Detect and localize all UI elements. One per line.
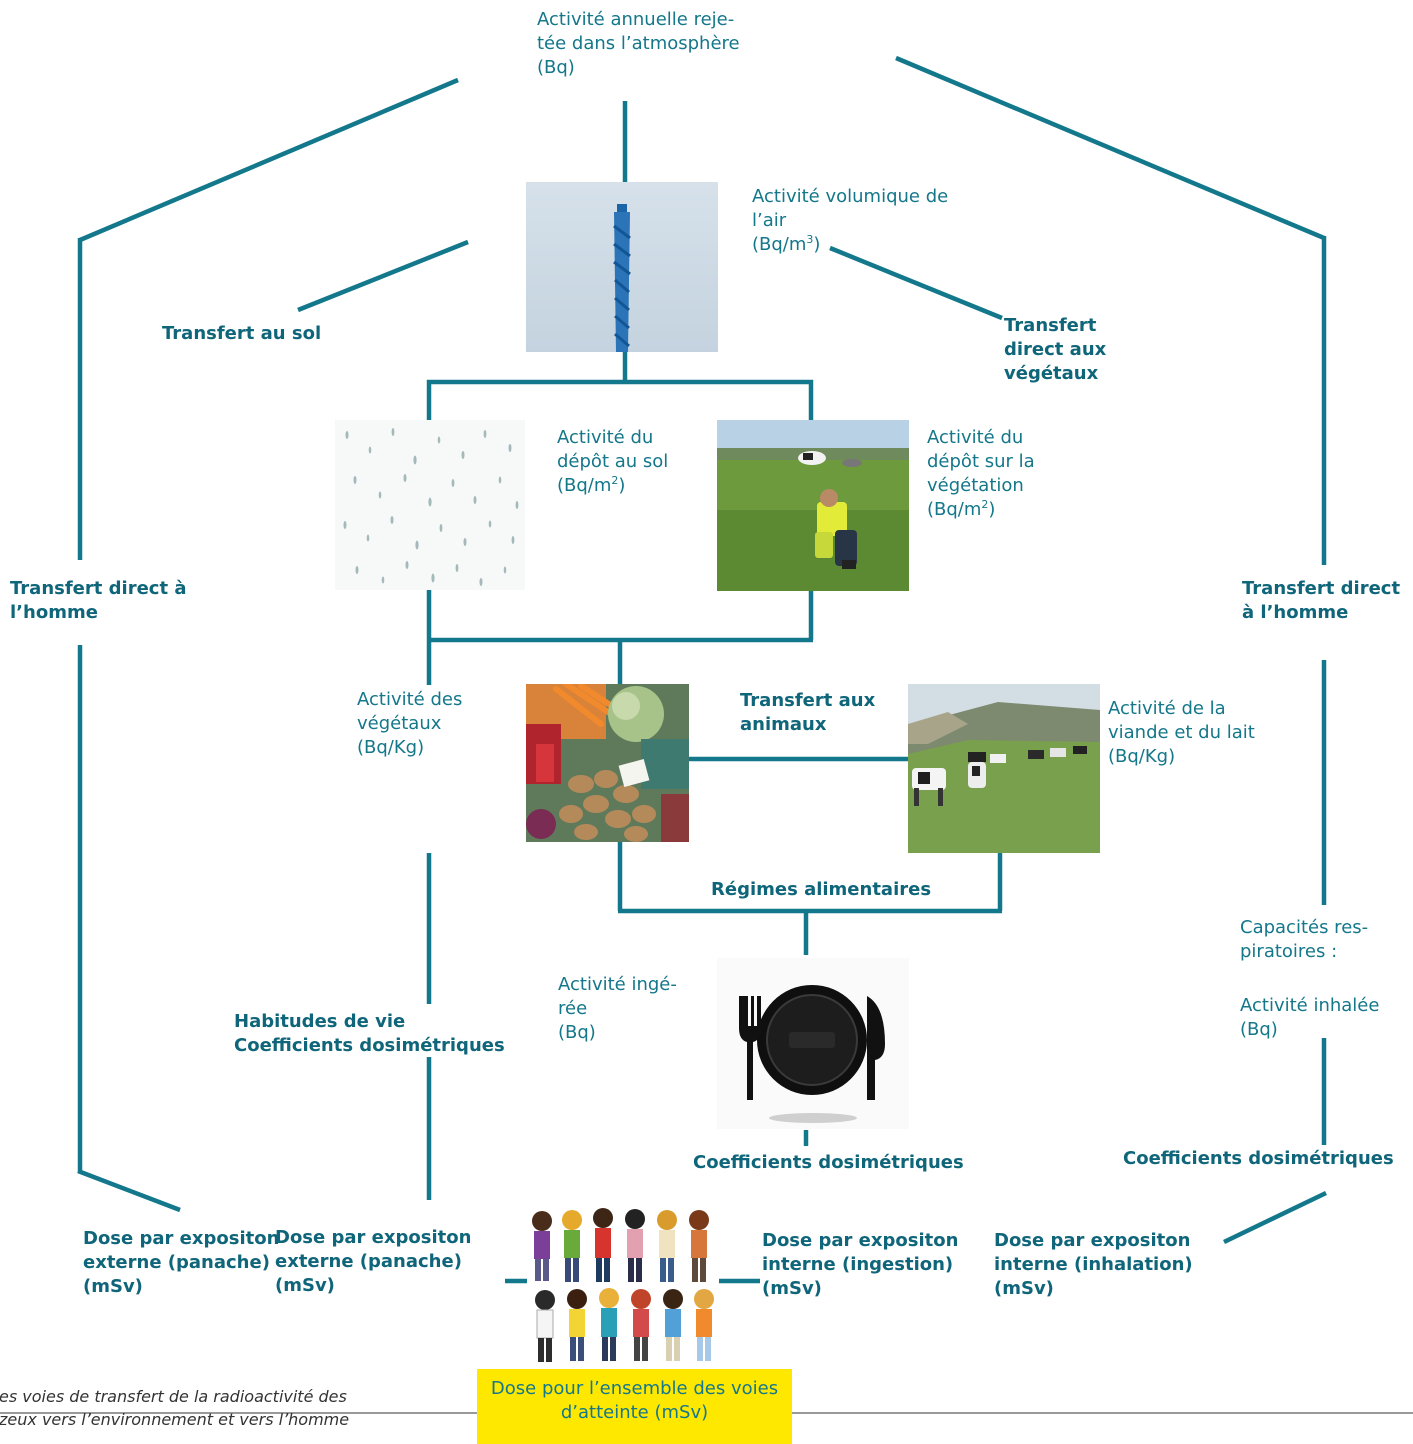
coef-right-label: Coefficients dosimétriques — [1123, 1148, 1394, 1169]
cows-photo — [908, 684, 1100, 853]
coef-center-label: Coefficients dosimétriques — [693, 1152, 964, 1173]
field-worker-photo — [717, 420, 909, 591]
air-activity-label: Activité volumique de l’air (Bq/m3) — [752, 186, 949, 255]
plate-icon — [717, 958, 909, 1129]
rejet-label: Activité annuelle reje- tée dans l’atmos… — [537, 9, 740, 78]
depot-sol-unit: (Bq/m2) — [557, 474, 626, 496]
transfert-vegetaux-label: Transfert direct aux végétaux — [1004, 315, 1107, 384]
habitudes-label: Habitudes de vie Coefficients dosimétriq… — [234, 1011, 505, 1056]
depot-vegetation-label: Activité du dépôt sur la végétation (Bq/… — [927, 427, 1035, 520]
depot-veg-unit: (Bq/m2) — [927, 498, 996, 520]
total-dose-box: Dose pour l’ensemble des voies d’atteint… — [477, 1369, 792, 1444]
chimney-photo — [526, 182, 718, 352]
inhalee-label: Activité inhalée (Bq) — [1240, 995, 1380, 1040]
dose-ingestion-label: Dose par expositon interne (ingestion) (… — [762, 1230, 959, 1299]
transfert-animaux-label: Transfert aux animaux — [740, 690, 876, 735]
air-unit: (Bq/m3) — [752, 233, 821, 255]
capacites-label: Capacités res- piratoires : — [1240, 917, 1369, 962]
transfert-sol-label: Transfert au sol — [162, 323, 322, 344]
regimes-label: Régimes alimentaires — [711, 879, 932, 900]
transfert-homme-right-label: Transfert direct à l’homme — [1242, 578, 1401, 623]
dose-externe-1-label: Dose par expositon externe (panache) (mS… — [83, 1228, 280, 1297]
activite-vegetaux-label: Activité des végétaux (Bq/Kg) — [357, 689, 463, 758]
people-illustration — [527, 1206, 717, 1368]
ingeree-label: Activité ingé- rée (Bq) — [558, 974, 677, 1043]
vegetables-photo — [526, 684, 689, 842]
transfert-homme-left-label: Transfert direct à l’homme — [10, 578, 187, 623]
viande-lait-label: Activité de la viande et du lait (Bq/Kg) — [1108, 698, 1255, 767]
figure-caption: es voies de transfert de la radioactivit… — [0, 1387, 350, 1429]
rain-photo — [335, 420, 525, 590]
depot-sol-label: Activité du dépôt au sol (Bq/m2) — [557, 427, 669, 496]
dose-externe-2-label: Dose par expositon externe (panache) (mS… — [275, 1227, 472, 1296]
dose-inhalation-label: Dose par expositon interne (inhalation) … — [994, 1230, 1193, 1299]
